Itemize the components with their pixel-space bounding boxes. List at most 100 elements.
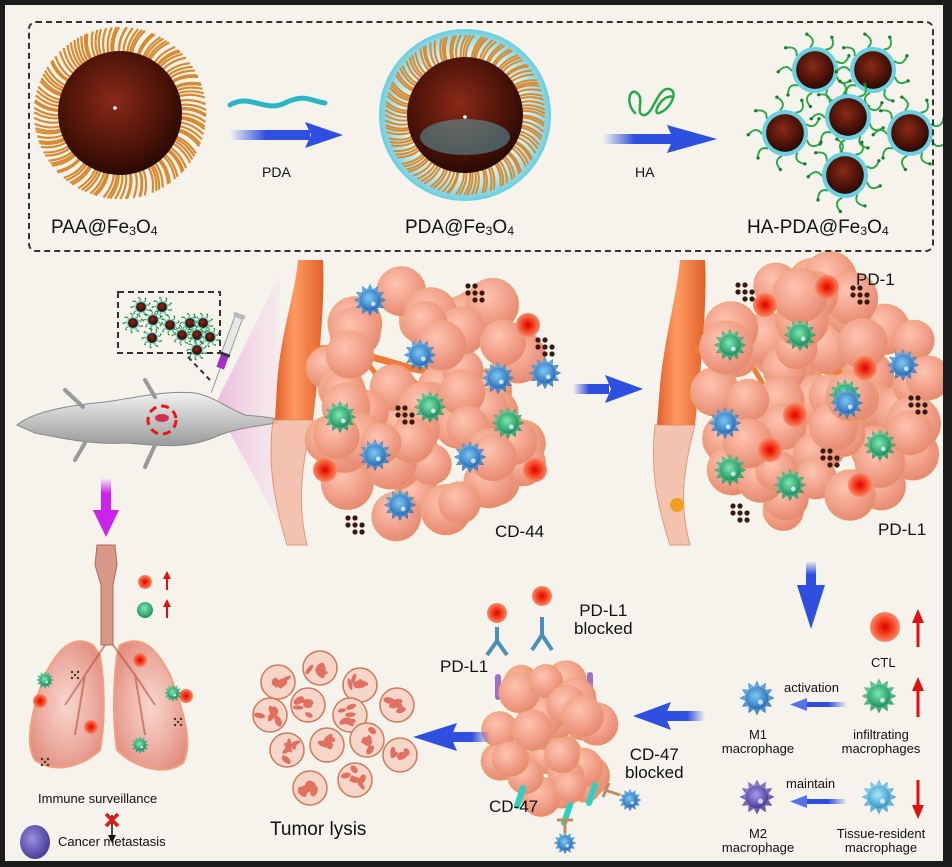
pda-reagent-label: PDA — [262, 164, 291, 180]
m1-macrophage — [886, 348, 920, 382]
ctl-label: CTL — [871, 655, 896, 670]
ctl-cell — [133, 653, 147, 667]
ha-nanoparticle — [746, 95, 822, 172]
nanoparticle-cluster — [908, 395, 928, 415]
illustration-layer — [16, 26, 943, 859]
tumor-treated-mass — [689, 250, 943, 532]
ctl-cell — [523, 458, 547, 482]
lysed-cell — [260, 664, 296, 700]
up-arrow-ctl — [163, 571, 171, 590]
tumor-initial-mass — [304, 266, 562, 542]
nanoparticle-cluster — [395, 405, 415, 425]
pdl1-antibody — [485, 627, 509, 657]
pdl1-antibody — [530, 617, 554, 652]
ctl-cell — [179, 689, 193, 703]
infiltrating-macrophage — [783, 318, 817, 352]
pda-chain-icon — [227, 95, 328, 109]
cd44-label: CD-44 — [495, 522, 545, 541]
up-arrow-macrophage — [163, 599, 171, 618]
ctl-cell-icon — [870, 612, 900, 642]
diagram-canvas: PAA@Fe3O4 PDA PDA@Fe3O4 HA HA-PDA@Fe3O4 … — [5, 5, 943, 861]
lysed-cell — [252, 697, 288, 733]
mouse-illustration — [16, 378, 278, 469]
paa-fe3o4-particle — [33, 26, 207, 200]
inset-nanoparticle — [159, 314, 180, 336]
immune-legend — [739, 609, 924, 819]
pdl1-label: PD-L1 — [440, 657, 489, 676]
tissue-resident-macrophage-cell — [861, 779, 897, 815]
lysed-cell — [337, 762, 373, 798]
m1-macrophage — [383, 488, 417, 522]
activation-label: activation — [784, 680, 839, 695]
injection-inset — [117, 291, 221, 381]
tissue-resident-decrease-arrow — [912, 780, 924, 819]
synthesis-arrow-1 — [230, 122, 343, 148]
pd1-label: PD-1 — [856, 270, 895, 289]
lysed-cell — [332, 697, 368, 733]
lysed-tumor-cells — [252, 650, 418, 806]
ha-nanoparticle — [809, 79, 885, 156]
cd47-label: CD-47 — [489, 797, 539, 816]
ha-pda-fe3o4-label: HA-PDA@Fe3O4 — [747, 217, 889, 238]
pda-fe3o4-label: PDA@Fe3O4 — [405, 217, 515, 238]
inset-nanoparticle — [142, 309, 163, 331]
ha-chain-icon — [628, 87, 675, 117]
nanoparticle-cluster — [40, 757, 50, 767]
m1-macrophage — [481, 361, 515, 395]
infiltrating-macrophage — [713, 328, 747, 362]
nanoparticle-cluster — [173, 717, 183, 727]
nanoparticle-cluster — [70, 670, 80, 680]
infiltrating-macrophage-icon — [137, 602, 153, 618]
maintain-label: maintain — [786, 776, 836, 791]
metastasis-arrow — [93, 478, 119, 537]
ctl-cell — [783, 403, 807, 427]
infiltrating-macrophage — [773, 468, 807, 502]
ctl-cell — [33, 694, 47, 708]
infiltrating-macrophage — [164, 684, 182, 702]
nanoparticle-cluster — [735, 282, 755, 302]
m1-macrophage — [403, 338, 437, 372]
lysed-cell — [349, 722, 385, 758]
treatment-arrow-down — [797, 561, 825, 629]
metastasis-blocked — [20, 812, 120, 859]
m1-macrophage — [708, 406, 742, 440]
ha-nanoparticle — [834, 32, 910, 109]
immune-surveillance-label: Immune surveillance — [38, 791, 158, 806]
ctl-cell — [532, 586, 552, 606]
nanoparticle-cluster — [730, 503, 750, 523]
ha-reagent-label: HA — [635, 164, 655, 180]
ctl-cell — [758, 438, 782, 462]
nanoparticle-cluster — [820, 448, 840, 468]
ha-nanoparticle — [776, 32, 852, 109]
ctl-cell — [853, 356, 877, 380]
activation-arrow — [790, 698, 847, 711]
lungs-illustration — [28, 544, 189, 771]
ctl-cell — [848, 473, 872, 497]
inset-nanoparticle — [186, 324, 207, 346]
irradiation-beam — [215, 275, 280, 525]
infiltrating-macrophage — [323, 400, 357, 434]
ctl-cell — [487, 603, 507, 623]
syringe — [210, 311, 246, 393]
infiltrating-macrophage — [863, 428, 897, 462]
lysed-cell — [382, 737, 418, 773]
lysed-cell — [302, 650, 338, 686]
macrophage-cd47-blocked — [553, 831, 577, 855]
tumor-site-marker — [146, 404, 178, 436]
tumor-arrow — [573, 375, 643, 403]
synthesis-arrow-2 — [603, 125, 717, 153]
infiltrating-macrophage — [713, 453, 747, 487]
m1-macrophage — [358, 438, 392, 472]
lysed-cell — [342, 667, 378, 703]
infiltrating-increase-arrow — [912, 677, 924, 717]
metastatic-cell-icon — [20, 825, 50, 859]
lung-legend — [137, 571, 171, 618]
ctl-cell — [84, 720, 98, 734]
lysis-arrow — [413, 723, 490, 751]
inset-nanoparticle — [122, 312, 143, 334]
